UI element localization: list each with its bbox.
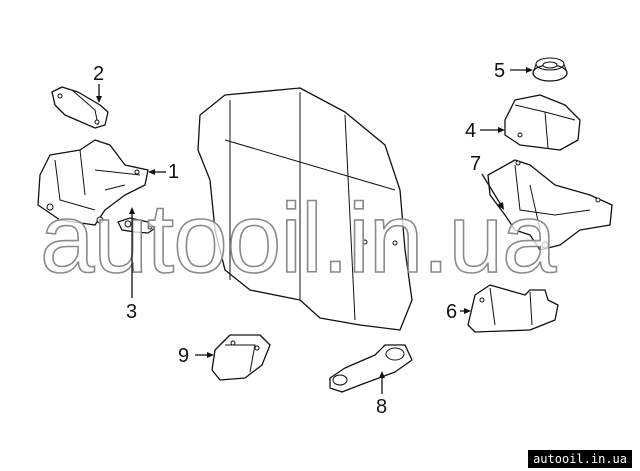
callout-7: 7 xyxy=(470,153,504,210)
callout-5: 5 xyxy=(494,60,533,82)
callout-8: 8 xyxy=(376,371,387,418)
callout-label: 3 xyxy=(126,301,137,323)
part-3-bracket xyxy=(117,217,156,234)
callout-4: 4 xyxy=(465,120,505,142)
callout-label: 8 xyxy=(376,396,387,418)
watermark-badge: autooil.in.ua xyxy=(528,450,632,468)
engine-block xyxy=(197,87,413,331)
callout-label: 1 xyxy=(168,161,179,183)
callout-1: 1 xyxy=(148,161,179,183)
part-5-cap xyxy=(532,57,568,82)
callout-9: 9 xyxy=(178,345,214,367)
callout-6: 6 xyxy=(446,301,471,323)
part-8-torque-rod xyxy=(329,344,413,393)
part-4-mount xyxy=(504,94,581,151)
callout-label: 4 xyxy=(465,120,476,142)
part-7-bracket xyxy=(487,159,613,251)
callout-label: 2 xyxy=(93,63,104,85)
callout-label: 9 xyxy=(178,345,189,367)
callout-label: 6 xyxy=(446,301,457,323)
watermark-text: autooil.in.ua xyxy=(40,183,557,293)
part-1-mount xyxy=(37,139,149,226)
callout-2: 2 xyxy=(93,63,104,103)
callout-label: 5 xyxy=(494,60,505,82)
callout-label: 7 xyxy=(470,153,481,175)
part-6-mount xyxy=(467,284,559,333)
part-9-mount xyxy=(211,334,271,381)
callout-3: 3 xyxy=(126,207,137,323)
part-2-bracket xyxy=(51,86,109,129)
